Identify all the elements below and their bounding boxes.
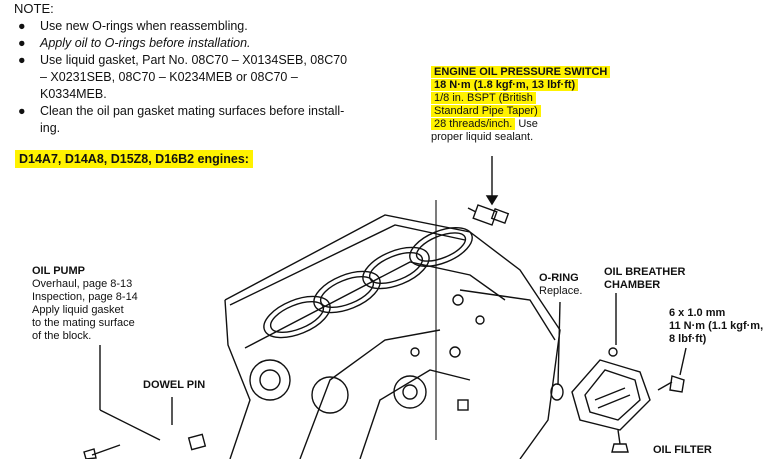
bullet-icon: ● xyxy=(18,104,26,118)
dowel-pin-label: DOWEL PIN xyxy=(143,379,206,391)
note-list: ● Use new O-rings when reassembling. ● A… xyxy=(14,18,394,137)
oil-pump-callout: OIL PUMP Overhaul, page 8-13 Inspection,… xyxy=(32,265,138,343)
note-item: ● Use new O-rings when reassembling. xyxy=(14,18,394,35)
cylinder-block-outline xyxy=(224,214,561,459)
oil-pump-bolt-icon xyxy=(83,444,121,459)
leader-line xyxy=(557,301,561,386)
oil-breather-chamber-icon xyxy=(571,347,651,431)
arrow-icon xyxy=(485,195,499,206)
oil-filter-bolt-icon xyxy=(611,429,629,453)
bolt-torque: 11 N·m (1.1 kgf·m, xyxy=(669,320,764,332)
oil-pump-line: Inspection, page 8-14 xyxy=(32,291,138,303)
oil-pressure-switch-icon xyxy=(467,204,510,226)
bolt-torque: 8 lbf·ft) xyxy=(669,333,707,345)
bullet-icon: ● xyxy=(18,36,26,50)
bearing-bore-icons xyxy=(249,294,485,414)
note-text: Use new O-rings when reassembling. xyxy=(40,19,248,33)
note-item: ● Use liquid gasket, Part No. 08C70 – X0… xyxy=(14,52,394,103)
note-title: NOTE: xyxy=(14,1,54,16)
dowel-pin-icon xyxy=(187,399,469,451)
bolt-icon xyxy=(657,375,685,393)
thread-spec-line: Standard Pipe Taper) xyxy=(431,105,541,117)
bolt-size: 6 x 1.0 mm xyxy=(669,307,726,319)
cylinder-bore-icons xyxy=(263,226,473,339)
note-text: Clean the oil pan gasket mating surfaces… xyxy=(40,104,345,135)
o-ring-title: O-RING xyxy=(539,272,579,284)
oil-pump-line: to the mating surface xyxy=(32,317,135,329)
oil-pump-line: Overhaul, page 8-13 xyxy=(32,278,133,290)
leader-line xyxy=(99,409,161,441)
leader-line xyxy=(679,347,687,376)
oil-filter-label: OIL FILTER xyxy=(653,444,712,456)
o-ring-icon xyxy=(550,383,564,401)
oil-breather-line: CHAMBER xyxy=(604,279,661,291)
note-item: ● Clean the oil pan gasket mating surfac… xyxy=(14,103,394,137)
oil-pump-line: Apply liquid gasket xyxy=(32,304,124,316)
oil-pump-title: OIL PUMP xyxy=(32,265,85,277)
bullet-icon: ● xyxy=(18,53,26,67)
note-text: Use liquid gasket, Part No. 08C70 – X013… xyxy=(40,53,348,101)
note-item: ● Apply oil to O-rings before installati… xyxy=(14,35,394,52)
bolt-spec-callout: 6 x 1.0 mm 11 N·m (1.1 kgf·m, 8 lbf·ft) xyxy=(669,307,763,346)
oil-pressure-switch-callout: ENGINE OIL PRESSURE SWITCH 18 N·m (1.8 k… xyxy=(431,66,621,144)
oil-pressure-switch-title: ENGINE OIL PRESSURE SWITCH xyxy=(431,66,611,78)
oil-pump-line: of the block. xyxy=(32,330,92,342)
oil-breather-callout: OIL BREATHER CHAMBER xyxy=(604,266,686,292)
thread-spec-line: 28 threads/inch. xyxy=(431,118,516,130)
o-ring-callout: O-RING Replace. xyxy=(539,272,582,298)
oil-breather-line: OIL BREATHER xyxy=(604,266,686,278)
oil-pressure-switch-torque: 18 N·m (1.8 kgf·m, 13 lbf·ft) xyxy=(431,79,579,91)
thread-spec-line: 1/8 in. BSPT (British xyxy=(431,92,536,104)
sealant-note: Use xyxy=(518,118,538,130)
engines-heading: D14A7, D14A8, D15Z8, D16B2 engines: xyxy=(15,150,253,168)
sealant-note: proper liquid sealant. xyxy=(431,131,534,143)
bullet-icon: ● xyxy=(18,19,26,33)
note-text: Apply oil to O-rings before installation… xyxy=(40,36,251,50)
o-ring-note: Replace. xyxy=(539,285,583,297)
